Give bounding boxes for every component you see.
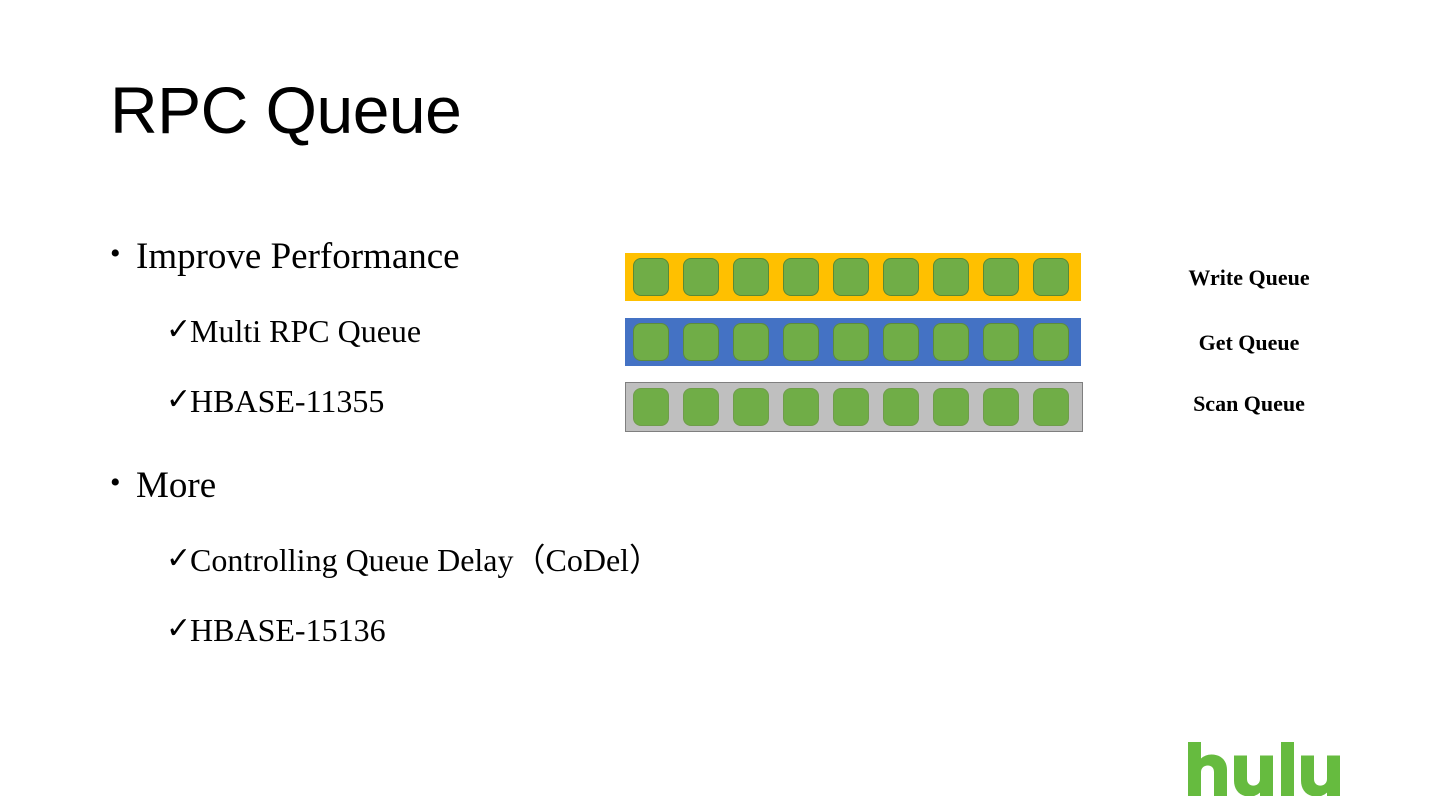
queue-slot <box>1033 323 1069 361</box>
bullet-hbase-15136: ✓ HBASE-15136 <box>108 611 628 648</box>
queue-slot <box>683 258 719 296</box>
scan-queue-label: Scan Queue <box>1193 391 1305 416</box>
queue-slot <box>733 323 769 361</box>
bullet-multi-rpc-queue: ✓ Multi RPC Queue <box>108 312 628 349</box>
get-queue-bar <box>625 318 1081 366</box>
queue-slot <box>983 388 1019 426</box>
queue-slot <box>683 323 719 361</box>
queue-slot <box>783 258 819 296</box>
queue-slot <box>933 258 969 296</box>
queue-slot <box>733 258 769 296</box>
bullet-more: • More <box>108 465 628 506</box>
bullet-hbase-11355: ✓ HBASE-11355 <box>108 382 628 419</box>
bullet-text: HBASE-11355 <box>190 383 385 419</box>
bullet-list: • Improve Performance ✓ Multi RPC Queue … <box>108 236 661 648</box>
queue-slot <box>933 323 969 361</box>
queue-slot <box>983 323 1019 361</box>
checkmark-icon: ✓ <box>166 312 192 347</box>
queue-slot <box>833 323 869 361</box>
queue-slot <box>983 258 1019 296</box>
checkmark-icon: ✓ <box>166 541 192 576</box>
queue-slot <box>883 323 919 361</box>
queue-diagram <box>625 253 1085 433</box>
page-title: RPC Queue <box>110 73 462 147</box>
scan-queue-bar <box>625 382 1083 432</box>
bullet-controlling-queue-delay: ✓ Controlling Queue Delay（CoDel） <box>108 541 661 577</box>
checkmark-icon: ✓ <box>166 611 192 646</box>
bullet-improve-performance: • Improve Performance <box>108 236 628 277</box>
queue-slot <box>633 388 669 426</box>
write-queue-label: Write Queue <box>1188 265 1310 290</box>
bullet-text: HBASE-15136 <box>190 612 386 648</box>
write-queue-bar <box>625 253 1081 301</box>
queue-slot <box>733 388 769 426</box>
queue-slot <box>1033 258 1069 296</box>
bullet-text: Multi RPC Queue <box>190 313 422 349</box>
queue-slot <box>1033 388 1069 426</box>
get-queue-label: Get Queue <box>1198 330 1300 355</box>
queue-slot <box>883 258 919 296</box>
queue-slot <box>683 388 719 426</box>
bullet-dot-icon: • <box>110 237 121 270</box>
queue-slot <box>783 323 819 361</box>
bullet-dot-icon: • <box>110 466 121 499</box>
bullet-text: More <box>136 465 217 506</box>
queue-slot <box>833 388 869 426</box>
hulu-logo <box>1186 742 1346 796</box>
bullet-text: Improve Performance <box>136 236 460 277</box>
queue-slot <box>633 323 669 361</box>
queue-slot <box>933 388 969 426</box>
queue-slot <box>633 258 669 296</box>
checkmark-icon: ✓ <box>166 382 192 417</box>
queue-slot <box>883 388 919 426</box>
queue-slot <box>833 258 869 296</box>
queue-slot <box>783 388 819 426</box>
bullet-text: Controlling Queue Delay（CoDel） <box>190 542 662 578</box>
